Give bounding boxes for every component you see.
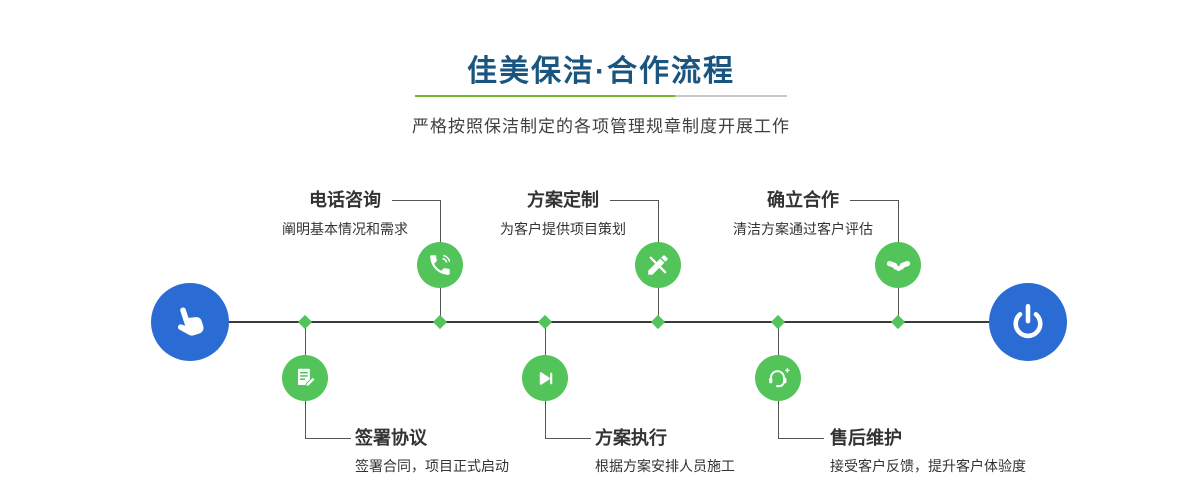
diamond-marker (650, 314, 666, 330)
step-title: 方案执行 (595, 428, 667, 448)
step-desc: 阐明基本情况和需求 (282, 221, 408, 237)
step-desc: 清洁方案通过客户评估 (733, 221, 873, 237)
handshake-icon (885, 252, 912, 279)
step-title: 电话咨询 (309, 190, 381, 210)
connector-line (545, 438, 591, 439)
page-title: 佳美保洁·合作流程 (467, 55, 735, 88)
step-node-cooperate (875, 242, 921, 288)
page-subtitle: 严格按照保洁制定的各项管理规章制度开展工作 (412, 117, 790, 136)
step-cooperate: 确立合作 清洁方案通过客户评估 (683, 190, 923, 238)
step-desc: 为客户提供项目策划 (500, 221, 626, 237)
step-design: 方案定制 为客户提供项目策划 (443, 190, 683, 238)
step-node-design (635, 242, 681, 288)
end-node (989, 283, 1067, 361)
timeline-line (228, 321, 990, 323)
step-support: 售后维护 接受客户反馈，提升客户体验度 (830, 428, 1110, 475)
step-desc: 根据方案安排人员施工 (595, 458, 735, 474)
step-desc: 接受客户反馈，提升客户体验度 (830, 458, 1026, 474)
hand-pointer-icon (164, 296, 217, 349)
headset-icon (765, 365, 791, 391)
step-phone: 电话咨询 阐明基本情况和需求 (225, 190, 465, 238)
step-node-contract (282, 355, 328, 401)
diamond-marker (537, 314, 553, 330)
power-icon (1007, 301, 1049, 343)
step-title: 确立合作 (767, 190, 839, 210)
step-execute: 方案执行 根据方案安排人员施工 (595, 428, 875, 475)
pen-design-icon (645, 252, 671, 278)
contract-icon (292, 365, 318, 391)
diamond-marker (770, 314, 786, 330)
step-title: 售后维护 (830, 428, 902, 448)
step-contract: 签署协议 签署合同，项目正式启动 (355, 428, 635, 475)
connector-line (305, 438, 351, 439)
step-node-support (755, 355, 801, 401)
connector-line (850, 200, 898, 201)
title-divider (415, 95, 787, 97)
phone-icon (427, 252, 453, 278)
connector-line (778, 438, 824, 439)
diamond-marker (432, 314, 448, 330)
diamond-marker (890, 314, 906, 330)
connector-line (392, 200, 440, 201)
step-title: 方案定制 (527, 190, 599, 210)
play-forward-icon (533, 366, 558, 391)
step-desc: 签署合同，项目正式启动 (355, 458, 509, 474)
start-node (151, 283, 229, 361)
step-node-phone (417, 242, 463, 288)
connector-line (610, 200, 658, 201)
step-title: 签署协议 (355, 428, 427, 448)
diamond-marker (297, 314, 313, 330)
step-node-execute (522, 355, 568, 401)
